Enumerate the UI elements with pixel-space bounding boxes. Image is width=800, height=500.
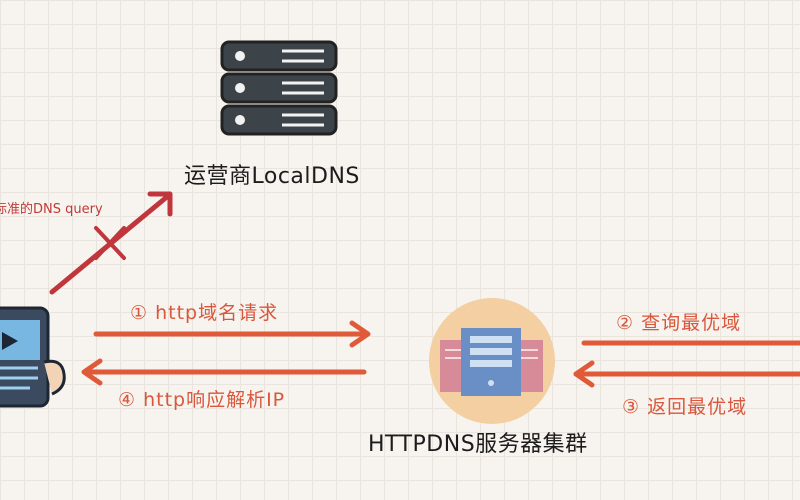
mobile-video-client-icon bbox=[0, 306, 66, 408]
standard-query-label: 标准的DNS query bbox=[0, 202, 103, 217]
local-dns-label: 运营商LocalDNS bbox=[184, 164, 360, 189]
step3-arrow bbox=[573, 360, 800, 388]
step4-label: ④ http响应解析IP bbox=[118, 389, 286, 411]
step2-label: ② 查询最优域 bbox=[616, 312, 742, 334]
step1-arrow bbox=[93, 320, 371, 348]
httpdns-cluster-label: HTTPDNS服务器集群 bbox=[368, 432, 588, 457]
server-stack-icon bbox=[220, 40, 338, 136]
step1-label: ① http域名请求 bbox=[130, 302, 279, 324]
step4-arrow bbox=[81, 358, 367, 386]
step3-label: ③ 返回最优域 bbox=[622, 396, 748, 418]
blocked-dns-query-arrow bbox=[49, 191, 173, 295]
server-cluster-icon bbox=[429, 298, 555, 424]
